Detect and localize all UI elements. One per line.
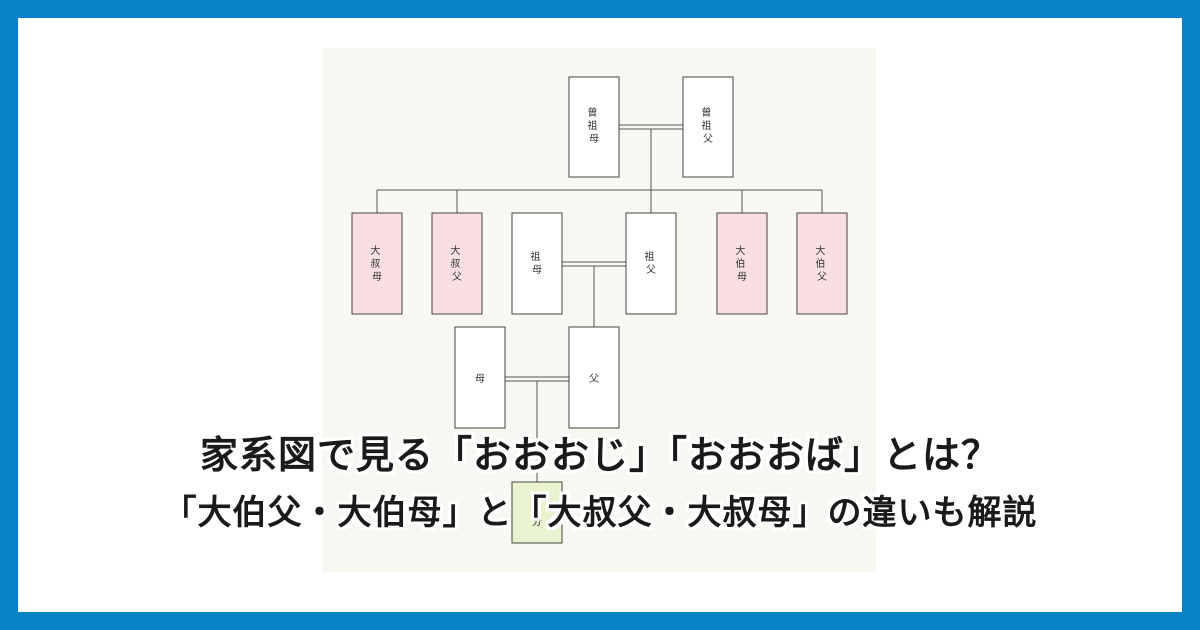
box-daihakufu-label: 大 伯 父: [815, 244, 828, 283]
box-daishukufu-label: 大 叔 父: [450, 244, 463, 283]
box-daihakufu: 大 伯 父: [796, 212, 848, 315]
box-daishukufu-char3: 父: [452, 271, 462, 283]
tree-connectors: [376, 124, 823, 482]
box-hii-sobo-char1: 曾: [587, 106, 597, 119]
box-jibun-char1: 自: [530, 502, 540, 515]
box-daihakubo-rect: [716, 212, 768, 315]
box-daishukufu-char2: 叔: [450, 258, 460, 270]
box-jibun-rect: [511, 481, 563, 544]
box-daihakubo-char3: 母: [737, 271, 747, 283]
box-daihakubo-char2: 伯: [735, 257, 745, 270]
box-daishukubo-rect: [351, 212, 403, 315]
box-hii-sofu-char1: 曾: [701, 106, 711, 119]
box-daishukubo-char3: 母: [372, 271, 382, 283]
box-sofu-char2: 父: [646, 264, 656, 276]
box-daihakubo-char1: 大: [735, 244, 745, 257]
box-sobo: 祖 母: [511, 212, 563, 315]
box-hii-sobo: 曾 祖 母: [568, 76, 620, 178]
box-daishukufu-char1: 大: [450, 244, 460, 257]
box-hii-sofu-char3: 父: [703, 133, 713, 145]
box-daihakubo: 大 伯 母: [716, 212, 768, 315]
box-sobo-char1: 祖: [530, 250, 540, 263]
box-hii-sofu-rect: [682, 76, 734, 178]
box-haha-rect: [454, 326, 506, 429]
box-chichi-rect: [568, 326, 620, 429]
box-hii-sobo-char3: 母: [589, 133, 599, 145]
box-sobo-rect: [511, 212, 563, 315]
box-sofu: 祖 父: [625, 212, 677, 315]
box-hii-sofu-char2: 祖: [701, 119, 711, 132]
box-daishukufu-rect: [431, 212, 483, 315]
box-daihakufu-char3: 父: [817, 271, 827, 283]
box-daishukubo: 大 叔 母: [351, 212, 403, 315]
box-sofu-label: 祖 父: [644, 250, 657, 276]
box-jibun: 自 分: [511, 481, 563, 544]
box-sobo-label: 祖 母: [530, 250, 543, 276]
box-hii-sobo-rect: [568, 76, 620, 178]
box-sobo-char2: 母: [532, 264, 542, 276]
box-jibun-label: 自 分: [530, 502, 543, 528]
box-hii-sofu-label: 曾 祖 父: [701, 106, 714, 145]
box-daishukubo-char1: 大: [370, 244, 380, 257]
box-daishukufu: 大 叔 父: [431, 212, 483, 315]
box-daihakufu-char1: 大: [815, 244, 825, 257]
box-jibun-char2: 分: [532, 516, 542, 528]
box-daishukubo-label: 大 叔 母: [370, 244, 383, 283]
box-sofu-char1: 祖: [644, 250, 654, 263]
box-haha: 母: [454, 326, 506, 429]
box-chichi: 父: [568, 326, 620, 429]
box-daihakufu-char2: 伯: [815, 257, 825, 270]
sub-title: 「大伯父・大伯母」と「大叔父・大叔母」の違いも解説: [162, 493, 1038, 533]
box-daihakubo-label: 大 伯 母: [735, 244, 748, 283]
box-hii-sofu: 曾 祖 父: [682, 76, 734, 178]
box-haha-label: 母: [475, 373, 485, 385]
box-daihakufu-rect: [796, 212, 848, 315]
box-sofu-rect: [625, 212, 677, 315]
main-title: 家系図で見る「おおおじ」「おおおば」とは？: [199, 433, 1000, 477]
box-chichi-label: 父: [589, 373, 599, 385]
box-hii-sobo-label: 曾 祖 母: [587, 106, 600, 145]
box-hii-sobo-char2: 祖: [587, 119, 597, 132]
box-daishukubo-char2: 叔: [370, 258, 380, 270]
